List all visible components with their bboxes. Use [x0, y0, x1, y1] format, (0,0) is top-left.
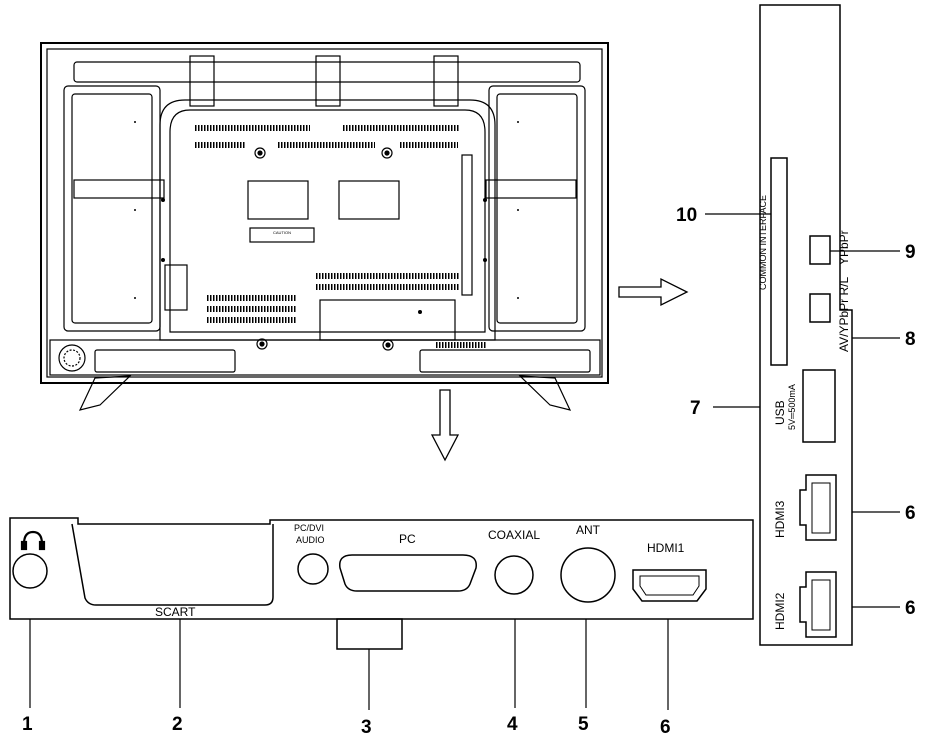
callout-4: 4: [507, 714, 518, 735]
pc-vga-port: [339, 554, 477, 592]
arrow-right: [618, 277, 689, 307]
coaxial-port: [494, 555, 534, 595]
callout-9: 9: [905, 242, 916, 263]
arrow-down: [430, 389, 460, 462]
callout-1: 1: [22, 714, 33, 735]
callout-2: 2: [172, 714, 183, 735]
tv-bottom-housing: [49, 339, 601, 376]
tv-back-label-right: [338, 180, 400, 220]
antenna-port: [560, 547, 616, 603]
callout-8: 8: [905, 329, 916, 350]
pc-label: PC: [399, 532, 416, 546]
bottom-panel-outline: [9, 517, 754, 620]
tv-central-body: [159, 99, 496, 341]
side-panel-outline: [759, 4, 853, 646]
common-interface-label: COMMON INTERFACE: [758, 195, 768, 290]
tv-right-foot: [518, 375, 572, 411]
tv-left-handle: [63, 85, 161, 332]
callout-6-hdmi1: 6: [660, 717, 671, 738]
tv-back-label-left: [247, 180, 309, 220]
callout-10: 10: [676, 205, 697, 226]
scart-label: SCART: [155, 605, 196, 619]
usb-rating-label: 5V═500mA: [787, 384, 797, 430]
pc-dvi-label: PC/DVI: [294, 523, 324, 533]
power-socket: [58, 344, 86, 372]
ypbpr-label: YPbPr: [837, 230, 851, 265]
tv-vents: [195, 125, 486, 348]
tv-right-handle: [488, 85, 586, 332]
tv-mount-screw: [254, 147, 266, 159]
callout-7: 7: [690, 398, 701, 419]
tv-left-foot: [78, 375, 132, 411]
caution-text: CAUTION: [273, 230, 291, 235]
tv-top-bar: [73, 61, 581, 83]
av-ypbpr-rl-jack: [809, 293, 831, 323]
bottom-callout-leaders: [29, 619, 669, 710]
scart-socket: [71, 523, 274, 606]
headphone-jack: [12, 553, 48, 589]
side-connector-panel: [759, 4, 853, 646]
hdmi2-port: [799, 571, 837, 638]
common-interface-slot: [770, 157, 788, 366]
ypbpr-jack: [809, 235, 831, 265]
usb-label: USB: [773, 400, 787, 425]
callout-3: 3: [361, 717, 372, 738]
callout-6-hdmi2: 6: [905, 598, 916, 619]
callout-6-hdmi3: 6: [905, 503, 916, 524]
side-callout-leaders: [705, 213, 900, 608]
usb-port: [802, 369, 836, 443]
hdmi2-label: HDMI2: [773, 592, 787, 630]
caution-sticker: [249, 227, 315, 243]
bottom-connector-panel: [9, 517, 754, 650]
hdmi1-label: HDMI1: [647, 541, 685, 555]
tv-inner-frame: [46, 48, 603, 378]
audio-label: AUDIO: [296, 535, 325, 545]
pc-dvi-audio-jack: [297, 553, 329, 585]
hdmi1-port: [632, 569, 707, 602]
hdmi3-label: HDMI3: [773, 500, 787, 538]
ant-label: ANT: [576, 523, 601, 537]
callout-5: 5: [578, 714, 589, 735]
hdmi3-port: [799, 474, 837, 541]
headphone-icon: [20, 530, 46, 551]
pc-bracket: [336, 618, 403, 650]
tv-mount-screw: [381, 147, 393, 159]
av-ypbpr-rl-label: AV/YPbPr R/L: [837, 277, 851, 352]
tv-outer-frame: [40, 42, 609, 384]
tv-rear-view: CAUTION: [40, 42, 609, 411]
coaxial-label: COAXIAL: [488, 528, 540, 542]
